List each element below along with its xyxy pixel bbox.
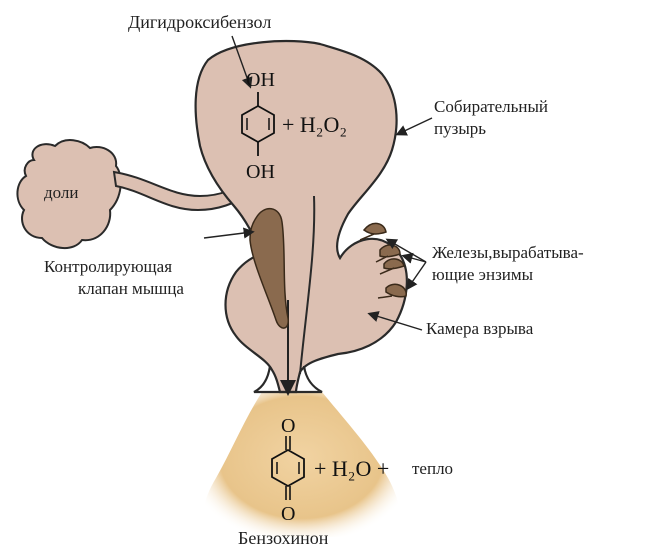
reservoir-label-line1: Собирательный (434, 97, 548, 116)
dihydroxy-pointer (231, 35, 253, 89)
gland-3 (379, 258, 405, 275)
reservoir-label-line2: пузырь (434, 119, 486, 138)
inner-channel (299, 195, 316, 375)
muscle-label-line1: Контролирующая (44, 257, 172, 276)
gland-pointers (385, 238, 427, 291)
reservoir-pointer (395, 117, 433, 136)
peroxide-label: + H₂O₂ (282, 112, 347, 137)
muscle-label-line2: клапан мышца (78, 279, 184, 298)
oh-top-label: OH (246, 69, 275, 91)
heat-label: тепло (412, 459, 453, 478)
glands-label-line1: Железы,вырабатыва- (432, 243, 584, 262)
spray-cloud (203, 392, 400, 538)
benzoquinone-label: Бензохинон (238, 528, 329, 548)
gland-1 (359, 222, 387, 241)
oxygen-top-label: O (281, 415, 295, 437)
glands-label-line2: ющие энзимы (432, 265, 534, 284)
benzoquinone-molecule (271, 436, 305, 500)
dihydroxybenzene-label: Дигидроксибензол (128, 12, 271, 32)
oxygen-bottom-label: O (281, 503, 295, 525)
water-label: + H₂O + (314, 456, 389, 481)
muscle-pointer (203, 227, 255, 239)
hydroquinone-molecule (241, 92, 275, 156)
lobes-label: доли (44, 183, 79, 202)
reservoir-organ (194, 39, 408, 394)
chamber-label: Камера взрыва (426, 319, 534, 338)
chamber-pointer (367, 311, 423, 331)
oh-bottom-label: OH (246, 161, 275, 183)
valve-muscle (249, 208, 289, 329)
lobes-organ (16, 139, 122, 249)
enzyme-glands (359, 222, 407, 299)
gland-4 (377, 283, 407, 299)
